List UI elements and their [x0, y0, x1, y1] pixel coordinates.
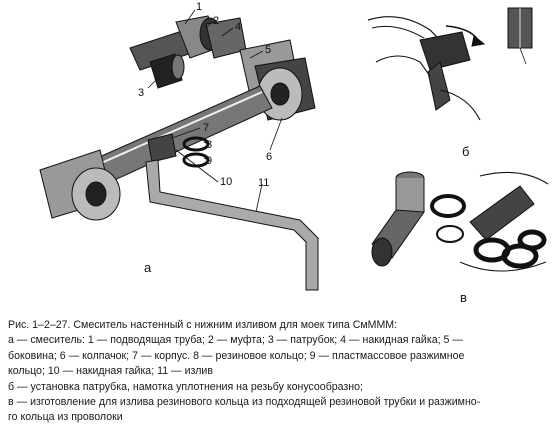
caption-line: б — установка патрубка, намотка уплотнен…	[8, 380, 363, 393]
rings-drawing	[371, 171, 549, 272]
figure-caption: Рис. 1–2–27. Смеситель настенный с нижни…	[8, 318, 550, 426]
callout-9: 9	[206, 155, 212, 167]
winding-drawing	[367, 7, 533, 121]
callout-11: 11	[258, 177, 269, 189]
panel-label-b: б	[462, 144, 469, 159]
mixer-drawing	[39, 15, 319, 291]
caption-line: кольцо; 10 — накидная гайка; 11 — излив	[8, 365, 213, 378]
callout-6: 6	[266, 151, 272, 163]
callout-3: 3	[138, 87, 144, 99]
callout-8: 8	[206, 139, 212, 151]
caption-title: Рис. 1–2–27. Смеситель настенный с нижни…	[8, 319, 398, 331]
caption-line: боковина; 6 — колпачок; 7 — корпус. 8 — …	[8, 349, 465, 362]
callout-7: 7	[203, 122, 209, 134]
caption-line: го кольца из проволоки	[8, 411, 123, 424]
panel-label-a: а	[144, 260, 152, 275]
figure-illustration: 1 2 3 4 5 6 7 8 9 10 11 а б в	[39, 1, 549, 305]
leader-lines	[147, 9, 283, 213]
callout-4: 4	[235, 21, 241, 33]
callout-5: 5	[265, 44, 271, 56]
caption-line: а — смеситель: 1 — подводящая труба; 2 —…	[8, 334, 463, 347]
callout-2: 2	[213, 15, 219, 27]
panel-label-v: в	[460, 290, 467, 305]
callout-1: 1	[196, 1, 202, 13]
callout-10: 10	[220, 176, 232, 188]
caption-line: в — изготовление для излива резинового к…	[8, 396, 481, 409]
